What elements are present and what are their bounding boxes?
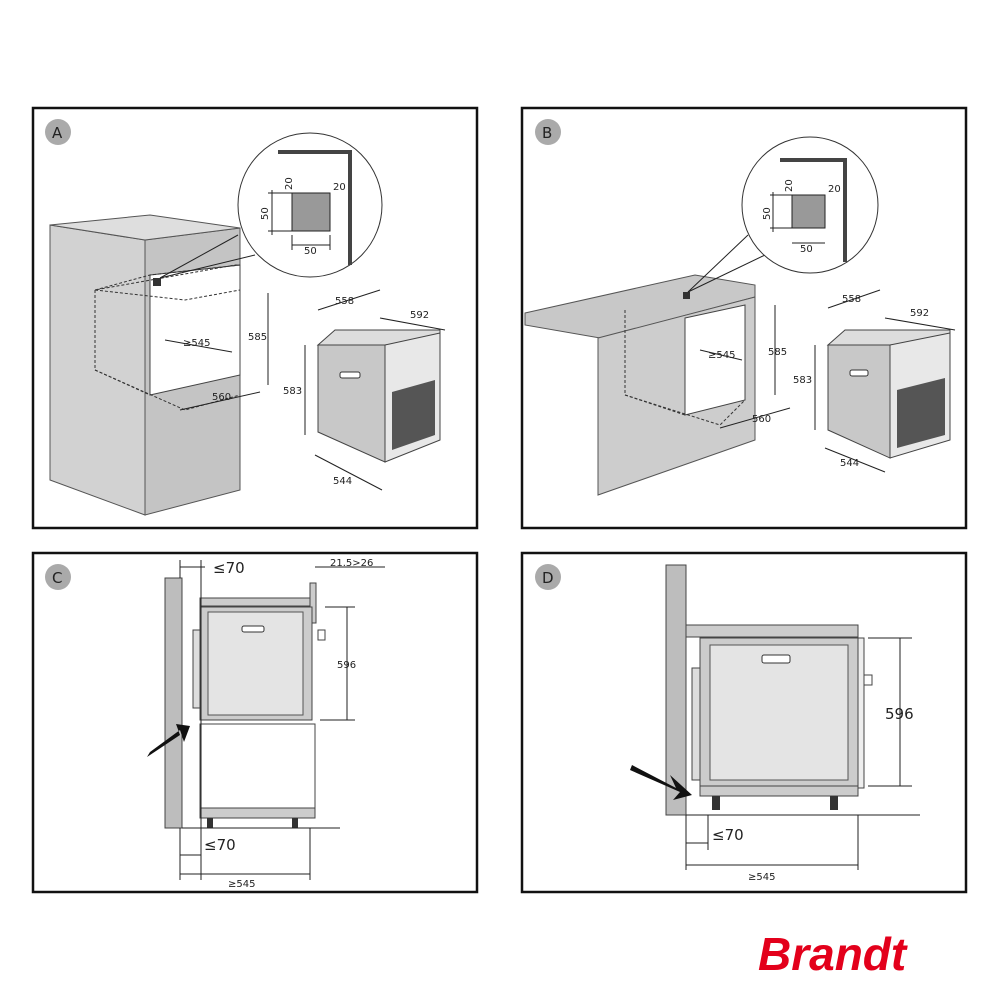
svg-text:544: 544 <box>840 458 859 469</box>
svg-text:≤70: ≤70 <box>213 559 245 577</box>
svg-text:20: 20 <box>333 182 346 193</box>
panel-a-badge <box>45 119 71 145</box>
svg-text:20: 20 <box>284 177 295 190</box>
niche-opening <box>149 264 241 396</box>
cabinet-side <box>49 224 146 516</box>
svg-text:≥545: ≥545 <box>228 879 255 890</box>
svg-text:560: 560 <box>752 414 771 425</box>
oven-window <box>392 380 435 450</box>
cabinet-top <box>49 214 241 241</box>
svg-text:592: 592 <box>910 308 929 319</box>
panel-a: A 20 20 50 50 ≥545 585 560 <box>31 106 479 530</box>
svg-text:583: 583 <box>283 386 302 397</box>
svg-text:≥545: ≥545 <box>708 350 735 361</box>
niche-opening <box>684 304 746 416</box>
panel-c-label: C <box>52 569 62 587</box>
svg-text:50: 50 <box>800 244 813 255</box>
panel-c-frame <box>31 551 479 894</box>
svg-text:558: 558 <box>335 296 354 307</box>
svg-text:20: 20 <box>828 184 841 195</box>
panel-d-label: D <box>542 569 554 587</box>
wall <box>665 564 687 816</box>
svg-text:583: 583 <box>793 375 812 386</box>
svg-text:560: 560 <box>212 392 231 403</box>
panel-a-label: A <box>52 124 63 142</box>
arrow-icon <box>147 724 190 757</box>
brandt-logo: Brandt <box>758 928 908 980</box>
svg-text:544: 544 <box>333 476 352 487</box>
svg-text:21.5>26: 21.5>26 <box>330 558 373 569</box>
svg-text:592: 592 <box>410 310 429 321</box>
panel-a-frame <box>31 106 479 530</box>
svg-text:50: 50 <box>762 207 773 220</box>
svg-text:≥545: ≥545 <box>183 338 210 349</box>
svg-text:596: 596 <box>337 660 356 671</box>
wall <box>164 577 183 829</box>
svg-text:≤70: ≤70 <box>712 826 744 844</box>
panel-b-label: B <box>542 124 552 142</box>
oven-side <box>317 344 386 463</box>
svg-text:596: 596 <box>885 705 914 723</box>
panel-d-frame <box>520 551 968 894</box>
svg-text:585: 585 <box>768 347 787 358</box>
svg-text:558: 558 <box>842 294 861 305</box>
svg-text:50: 50 <box>304 246 317 257</box>
svg-text:20: 20 <box>784 179 795 192</box>
svg-text:585: 585 <box>248 332 267 343</box>
panel-c: C ≤70 21.5>26 596 ≤70 ≥545 <box>31 551 479 894</box>
vent-hole <box>153 278 161 286</box>
svg-text:≥545: ≥545 <box>748 872 775 883</box>
svg-text:≤70: ≤70 <box>204 836 236 854</box>
svg-text:50: 50 <box>260 207 271 220</box>
panel-b: B 20 20 50 50 ≥545 585 560 558 592 583 5… <box>520 106 968 530</box>
panel-d: D 596 ≤70 ≥545 <box>520 551 968 894</box>
panel-b-frame <box>520 106 968 530</box>
arrow-icon <box>630 765 692 800</box>
panel-b-badge <box>535 119 561 145</box>
